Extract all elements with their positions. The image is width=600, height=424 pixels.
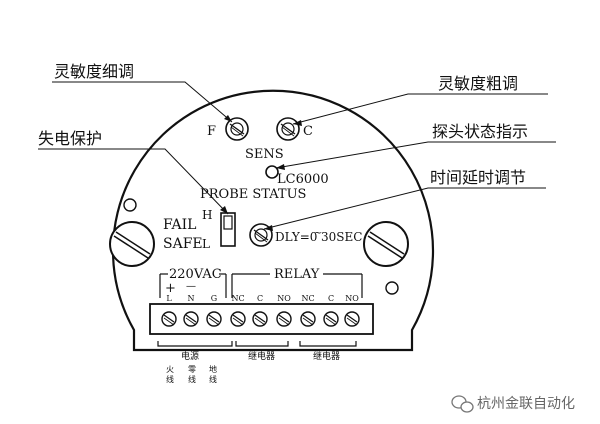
mount-screw-right bbox=[363, 221, 409, 267]
dly-range: 30SEC bbox=[321, 230, 362, 244]
wire-live-1: 火 bbox=[166, 365, 174, 374]
wire-neutral-2: 线 bbox=[188, 374, 196, 384]
sens-label: SENS bbox=[245, 147, 284, 162]
relay1-bottom-label: 继电器 bbox=[248, 350, 275, 362]
leader-power-loss bbox=[38, 148, 229, 215]
power-bottom-label: 电源 bbox=[181, 350, 199, 362]
terminal-screw[interactable] bbox=[276, 311, 292, 327]
f-label: F bbox=[207, 124, 216, 139]
terminal-screw[interactable] bbox=[252, 311, 268, 327]
wire-ground-2: 线 bbox=[209, 374, 217, 384]
callout-sens-fine: 灵敏度细调 bbox=[54, 62, 134, 81]
terminal-label: NC bbox=[231, 294, 244, 303]
plus-sign: + bbox=[165, 281, 176, 296]
callout-arrowheads bbox=[220, 115, 302, 231]
dly-tilde: ~ bbox=[314, 228, 322, 239]
terminal-screw[interactable] bbox=[183, 311, 199, 327]
fail-label: FAIL bbox=[163, 217, 196, 233]
leader-delay bbox=[263, 187, 546, 230]
terminal-screw[interactable] bbox=[230, 311, 246, 327]
terminal-screw[interactable] bbox=[300, 311, 316, 327]
wire-neutral-1: 零 bbox=[188, 365, 196, 374]
callout-delay-adjust: 时间延时调节 bbox=[430, 168, 526, 187]
watermark: 杭州金联自动化 bbox=[451, 395, 575, 413]
pot-coarse[interactable] bbox=[276, 117, 300, 141]
safe-label: SAFE bbox=[163, 236, 203, 252]
model-label: LC6000 bbox=[277, 172, 329, 187]
terminal-label: NO bbox=[277, 294, 291, 303]
power-group-label: 220VAC bbox=[169, 267, 222, 282]
callout-probe-status: 探头状态指示 bbox=[432, 122, 528, 141]
wechat-icon bbox=[451, 395, 474, 413]
terminal-label: G bbox=[211, 294, 217, 303]
probe-status-led bbox=[265, 165, 279, 179]
terminal-screw[interactable] bbox=[161, 311, 177, 327]
terminal-label: L bbox=[166, 294, 172, 303]
terminal-label: C bbox=[257, 294, 263, 303]
l-label: L bbox=[202, 237, 210, 251]
wire-ground-1: 地 bbox=[209, 364, 217, 374]
watermark-text: 杭州金联自动化 bbox=[477, 396, 575, 412]
failsafe-switch-slider bbox=[223, 215, 233, 230]
terminal-screws bbox=[161, 311, 360, 327]
callout-sens-coarse: 灵敏度粗调 bbox=[438, 74, 518, 93]
small-hole-left bbox=[123, 198, 137, 212]
terminal-label: NO bbox=[345, 294, 359, 303]
power-bottom-bracket bbox=[157, 341, 233, 347]
terminal-label: N bbox=[188, 294, 195, 303]
small-hole-right bbox=[385, 281, 399, 295]
callout-leaders bbox=[38, 81, 556, 230]
c-label: C bbox=[303, 124, 313, 139]
relay-group-label: RELAY bbox=[274, 267, 320, 282]
leader-sens-fine bbox=[52, 81, 233, 123]
terminal-screw[interactable] bbox=[206, 311, 222, 327]
mount-screw-left bbox=[109, 221, 155, 267]
terminal-screw[interactable] bbox=[344, 311, 360, 327]
leader-sens-coarse bbox=[292, 93, 548, 125]
leader-probe-status bbox=[275, 141, 556, 169]
relay2-bottom-bracket bbox=[299, 341, 357, 347]
terminal-label: NC bbox=[301, 294, 314, 303]
h-label: H bbox=[202, 208, 212, 222]
terminal-screw[interactable] bbox=[323, 311, 339, 327]
terminal-labels: L N G NC C NO NC C NO bbox=[166, 294, 359, 303]
relay1-bottom-bracket bbox=[235, 341, 289, 347]
terminal-label: C bbox=[328, 294, 334, 303]
pot-fine[interactable] bbox=[225, 117, 249, 141]
wire-live-2: 线 bbox=[166, 374, 174, 384]
callout-power-loss: 失电保护 bbox=[38, 129, 102, 148]
dly-label: DLY=0 bbox=[275, 230, 317, 244]
minus-sign: — bbox=[186, 281, 196, 292]
relay2-bottom-label: 继电器 bbox=[313, 350, 340, 362]
probe-status-label: PROBE STATUS bbox=[200, 187, 306, 202]
